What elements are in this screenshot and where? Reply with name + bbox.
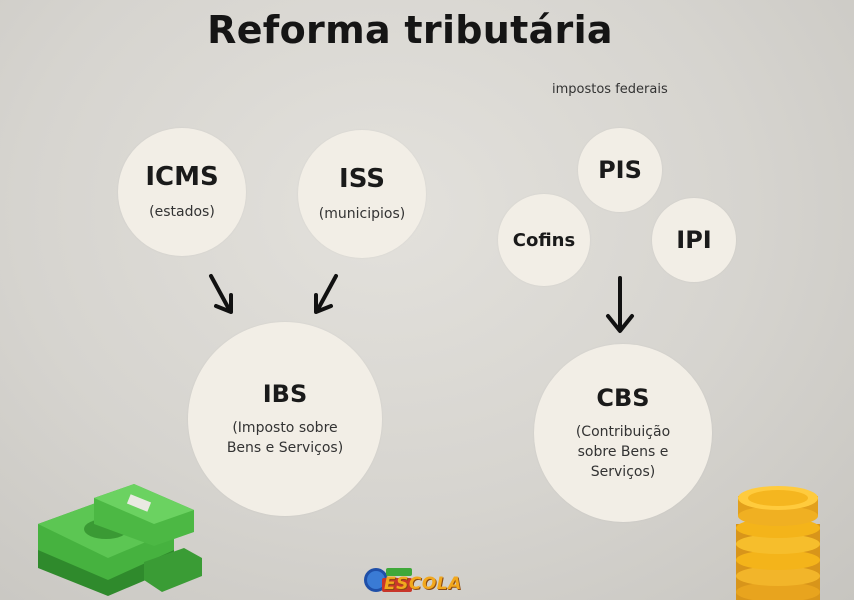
arrow-federal-to-cbs — [606, 276, 634, 333]
cofins-node: Cofins — [498, 194, 590, 286]
arrow-icms-to-ibs — [209, 274, 233, 314]
cbs-description: (Contribuição sobre Bens e Serviços) — [575, 423, 671, 481]
cbs-node: CBS (Contribuição sobre Bens e Serviços) — [534, 344, 712, 522]
icms-name: ICMS — [145, 161, 219, 192]
iss-description: (municipios) — [318, 205, 406, 222]
coin-stack-icon — [736, 486, 820, 600]
pis-node: PIS — [578, 128, 662, 212]
icms-node: ICMS (estados) — [118, 128, 246, 256]
arrow-iss-to-ibs — [314, 274, 338, 314]
ipi-node: IPI — [652, 198, 736, 282]
cbs-name: CBS — [596, 383, 650, 412]
ipi-name: IPI — [676, 226, 712, 254]
ibs-description: (Imposto sobre Bens e Serviços) — [226, 419, 344, 456]
federal-taxes-label: impostos federais — [552, 82, 668, 97]
money-stack-icon — [38, 484, 202, 596]
ibs-name: IBS — [262, 379, 308, 408]
cofins-name: Cofins — [512, 229, 576, 251]
icms-description: (estados) — [149, 203, 215, 220]
logo-text: ESCOLA — [384, 574, 462, 594]
pis-name: PIS — [598, 156, 642, 184]
diagram-title: Reforma tributária — [207, 8, 613, 52]
brasil-escola-logo — [362, 562, 494, 596]
iss-name: ISS — [339, 163, 385, 194]
iss-node: ISS (municipios) — [298, 130, 426, 258]
ibs-node: IBS (Imposto sobre Bens e Serviços) — [188, 322, 382, 516]
